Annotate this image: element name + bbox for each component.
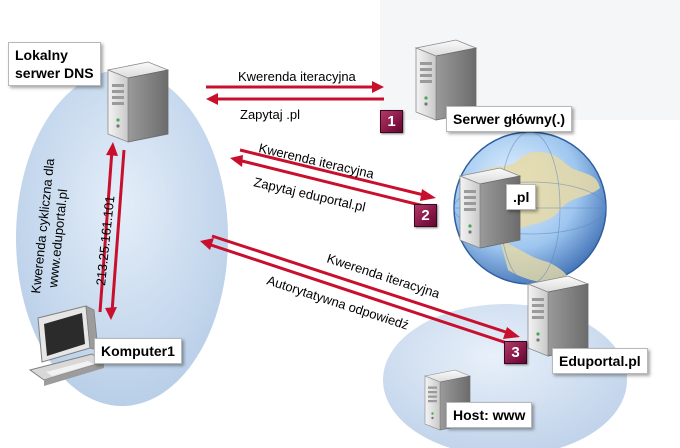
step3-query-text: Kwerenda iteracyjna — [325, 251, 442, 302]
eduportal-label: Eduportal.pl — [552, 348, 648, 374]
step-badge-3: 3 — [504, 341, 527, 364]
arrowheads — [105, 81, 520, 339]
local-dns-label-line2: serwer DNS — [15, 65, 94, 81]
arrow-reply-2 — [237, 158, 425, 208]
step-badge-2: 2 — [414, 204, 437, 227]
step1-query-text: Kwerenda iteracyjna — [238, 69, 357, 84]
local-dns-label-line1: Lokalny — [15, 47, 68, 63]
pl-server-label: .pl — [506, 184, 537, 210]
local-dns-server-icon — [107, 61, 169, 143]
step-badge-1: 1 — [380, 110, 403, 133]
local-dns-label: Lokalny serwer DNS — [8, 42, 101, 86]
eduportal-server-icon — [527, 275, 589, 357]
arrow-client-query — [98, 149, 114, 313]
step1-reply-text: Zapytaj .pl — [240, 107, 300, 122]
step2-query-text: Kwerenda iteracyjna — [257, 140, 376, 181]
computer-label: Komputer1 — [94, 338, 182, 364]
arrow-query-2 — [239, 148, 429, 198]
arrows — [98, 85, 513, 346]
arrow-client-answer — [110, 149, 126, 313]
host-label: Host: www — [446, 402, 533, 428]
root-server-label: Serwer główny(.) — [446, 106, 573, 132]
step2-reply-text: Zapytaj eduportal.pl — [252, 174, 367, 214]
arrow-query-3 — [211, 234, 513, 336]
computer-icon — [28, 305, 106, 386]
arrow-reply-3 — [207, 242, 511, 346]
